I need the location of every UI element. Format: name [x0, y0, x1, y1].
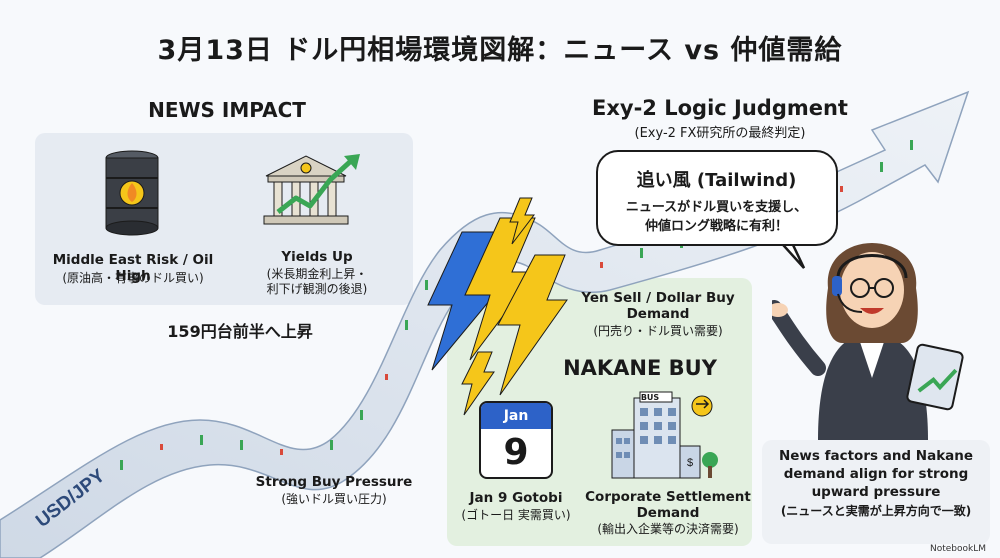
yields-sublabel-1: (米長期金利上昇・ [266, 267, 368, 281]
lightning-bolt-small-icon [461, 351, 495, 416]
ribbon-candle [360, 410, 363, 420]
svg-text:$: $ [687, 457, 693, 469]
ribbon-candle [160, 444, 163, 450]
ribbon-candle [385, 374, 388, 380]
price-note: 159円台前半へ上昇 [167, 322, 313, 341]
ribbon-candle [425, 280, 428, 290]
office-building-icon: $ [611, 391, 718, 479]
ribbon-candle [200, 435, 203, 445]
yields-label: Yields Up [281, 249, 353, 265]
footer-logo: NotebookLM [929, 544, 986, 554]
pressure-sublabel: (強いドル買い圧力) [281, 492, 387, 506]
nakane-heading: NAKANE BUY [563, 356, 717, 380]
demand-label-1: Yen Sell / Dollar Buy [581, 290, 735, 306]
corporate-sublabel: (輸出入企業等の決済需要) [597, 522, 739, 536]
calendar-sublabel: (ゴトー日 実需買い) [461, 508, 571, 522]
callout-line-3: upward pressure [811, 484, 941, 500]
calendar-label: Jan 9 Gotobi [469, 490, 563, 506]
ribbon-candle [120, 460, 123, 470]
demand-label-2: Demand [626, 306, 690, 322]
bubble-line-1: ニュースがドル買いを支援し、 [625, 200, 808, 215]
exy-heading: Exy-2 Logic Judgment [592, 96, 848, 120]
calendar-icon: Jan 9 [479, 401, 553, 479]
ribbon-candle [280, 449, 283, 455]
ribbon-candle [240, 440, 243, 450]
ribbon-candle [640, 248, 643, 258]
oil-label: Middle East Risk / Oil High [52, 252, 214, 284]
exy-subheading: (Exy-2 FX研究所の最終判定) [634, 126, 806, 141]
yields-sublabel-2: 利下げ観測の後退) [266, 282, 368, 296]
callout-line-2: demand align for strong [783, 466, 969, 482]
presenter-avatar [772, 243, 964, 440]
lightning-bolt-yellow-icon [497, 254, 568, 396]
pressure-label: Strong Buy Pressure [255, 474, 413, 490]
callout-sub: (ニュースと実需が上昇方向で一致) [780, 504, 972, 518]
calendar-day: 9 [503, 432, 529, 473]
bubble-line-2: 仲値ロング戦略に有利！ [644, 219, 788, 234]
building-sign: BUS [640, 393, 660, 402]
lightning-bolt-small-icon [509, 197, 536, 245]
calendar-month: Jan [481, 403, 551, 429]
ribbon-candle [840, 186, 843, 192]
ribbon-candle [880, 162, 883, 172]
corporate-label-1: Corporate Settlement [585, 489, 751, 505]
page-title: 3月13日 ドル円相場環境図解：ニュース vs 仲値需給 [157, 35, 843, 66]
bank-yields-chart-icon [263, 154, 360, 225]
news-impact-heading: NEWS IMPACT [148, 98, 306, 122]
bubble-title: 追い風 (Tailwind) [636, 170, 797, 191]
oil-sublabel: (原油高・有事のドル買い) [62, 271, 204, 285]
ribbon-candle [910, 140, 913, 150]
ribbon-candle [600, 262, 603, 268]
ribbon-candle [330, 440, 333, 450]
demand-sublabel: (円売り・ドル買い需要) [593, 324, 723, 338]
judgment-speech-bubble: 追い風 (Tailwind) ニュースがドル買いを支援し、 仲値ロング戦略に有利… [596, 150, 838, 246]
summary-callout: News factors and Nakane demand align for… [762, 440, 990, 544]
corporate-label-2: Demand [636, 505, 700, 521]
oil-barrel-icon [105, 150, 159, 236]
callout-line-1: News factors and Nakane [778, 448, 974, 464]
ribbon-candle [405, 320, 408, 330]
